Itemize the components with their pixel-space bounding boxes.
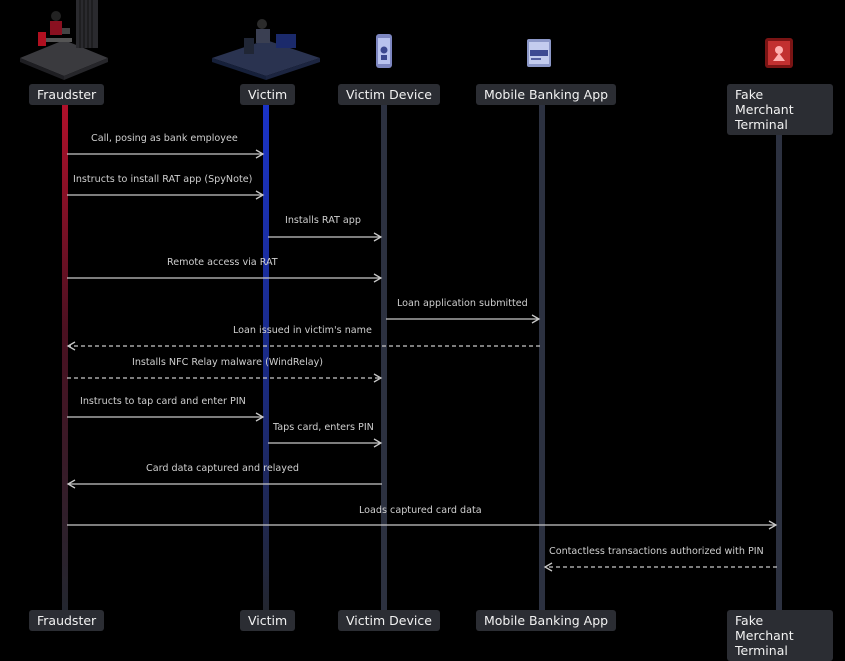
lifeline-bank bbox=[539, 104, 545, 610]
header-mobile-banking-app: Mobile Banking App bbox=[476, 84, 617, 105]
person-at-computer-icon bbox=[212, 19, 320, 80]
footer-victim: Victim bbox=[240, 610, 296, 631]
footer-mobile-banking-app: Mobile Banking App bbox=[476, 610, 617, 631]
header-victim: Victim bbox=[240, 84, 296, 105]
footer-victim-device: Victim Device bbox=[338, 610, 440, 631]
message-label: Instructs to install RAT app (SpyNote) bbox=[73, 174, 253, 185]
header-fraudster: Fraudster bbox=[29, 84, 105, 105]
message-label: Contactless transactions authorized with… bbox=[549, 546, 764, 557]
sequence-diagram: Fraudster Victim Victim Device Mobile Ba… bbox=[20, 0, 833, 661]
message-label: Instructs to tap card and enter PIN bbox=[80, 396, 246, 407]
credit-card-icon bbox=[527, 39, 551, 67]
header-fake-merchant-terminal: Fake Merchant Terminal bbox=[727, 84, 833, 135]
message-label: Remote access via RAT bbox=[167, 257, 278, 268]
warning-terminal-icon bbox=[765, 38, 793, 68]
footer-fake-merchant-terminal: Fake Merchant Terminal bbox=[727, 610, 833, 661]
message-label: Installs NFC Relay malware (WindRelay) bbox=[132, 357, 324, 368]
lifeline-victim bbox=[263, 104, 269, 610]
header-victim-device: Victim Device bbox=[338, 84, 440, 105]
message-label: Loan issued in victim's name bbox=[233, 325, 372, 336]
message-label: Call, posing as bank employee bbox=[91, 133, 238, 144]
message-label: Card data captured and relayed bbox=[146, 463, 299, 474]
lifeline-terminal bbox=[776, 104, 782, 610]
smartphone-icon bbox=[376, 34, 392, 68]
message-label: Loan application submitted bbox=[397, 298, 528, 309]
lifeline-device bbox=[381, 104, 387, 610]
message-label: Loads captured card data bbox=[359, 505, 482, 516]
message-label: Installs RAT app bbox=[285, 215, 361, 226]
diagram-canvas bbox=[20, 0, 793, 610]
lifeline-fraudster bbox=[62, 104, 68, 610]
footer-fraudster: Fraudster bbox=[29, 610, 105, 631]
hacker-at-desk-icon bbox=[20, 0, 108, 80]
message-label: Taps card, enters PIN bbox=[273, 422, 374, 433]
